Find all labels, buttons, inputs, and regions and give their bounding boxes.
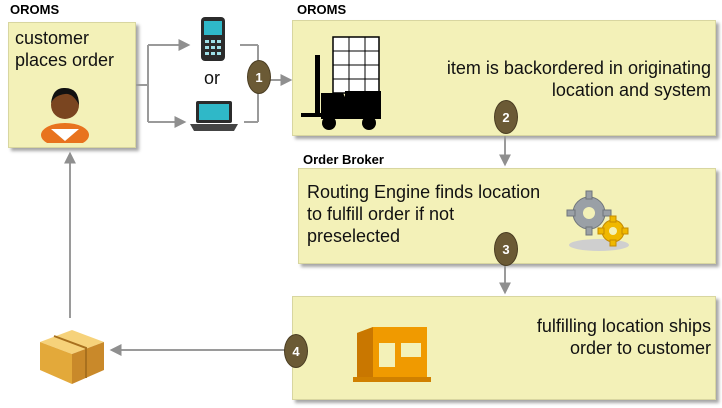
laptop-icon[interactable]: [188, 100, 240, 132]
store-icon: [353, 327, 431, 382]
gears-icon: [566, 190, 629, 251]
or-text: or: [204, 68, 221, 88]
customer-icon: [41, 87, 89, 143]
customer-box: customer places order: [8, 22, 136, 148]
forklift-warehouse-icon: [301, 36, 381, 130]
label-oroms-right: OROMS: [297, 2, 347, 17]
mobile-phone-icon[interactable]: [200, 16, 226, 62]
backorder-box-text: item is backordered in originating locat…: [446, 58, 711, 100]
step-marker-4: 4: [284, 334, 308, 368]
step-marker-2: 2: [494, 100, 518, 134]
label-order-broker: Order Broker: [303, 152, 384, 167]
customer-box-text: customer places order: [15, 28, 115, 70]
fulfilling-location-box: fulfilling location ships order to custo…: [292, 296, 716, 400]
package-icon: [40, 330, 104, 384]
fulfilling-location-box-text: fulfilling location ships order to custo…: [536, 316, 711, 358]
step-marker-1: 1: [247, 60, 271, 94]
label-oroms-left: OROMS: [10, 2, 60, 17]
routing-engine-box-text: Routing Engine finds location to fulfill…: [307, 182, 541, 246]
step-marker-3: 3: [494, 232, 518, 266]
